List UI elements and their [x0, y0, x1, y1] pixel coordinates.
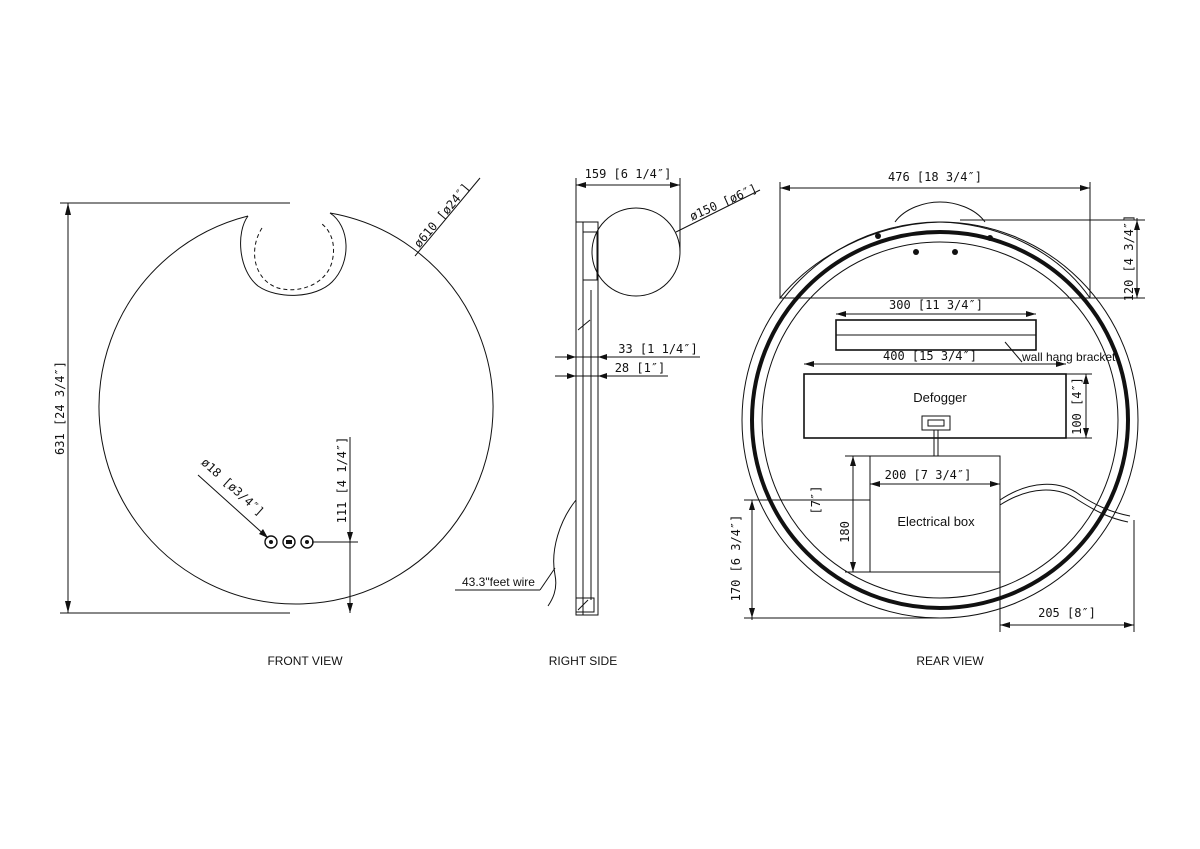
rear-defogger-box — [803, 373, 1067, 439]
side-light-dim: ø150 [ø6″] — [688, 181, 760, 223]
front-buttons — [264, 535, 314, 549]
rear-view-title: REAR VIEW — [916, 654, 984, 668]
rear-defogger-width-dim: 400 [15 3/4″] — [883, 349, 977, 363]
side-view-title: RIGHT SIDE — [549, 654, 617, 668]
rear-bracket-label: wall hang bracket — [1021, 350, 1116, 364]
front-mirror-outline — [98, 212, 494, 605]
rear-top-height-dim: 120 [4 3/4″] — [1122, 215, 1136, 302]
side-view: 159 [6 1/4″] ø150 [ø6″] 33 [1 1/4″] 28 [… — [455, 167, 761, 668]
side-depth-33-dim: 33 [1 1/4″] — [618, 342, 697, 356]
rear-box-width-dim: 200 [7 3/4″] — [885, 468, 972, 482]
rear-bottom-height-dim: 170 [6 3/4″] — [729, 515, 743, 602]
rear-view: 476 [18 3/4″] 120 [4 3/4″] 300 [11 3/4″]… — [729, 170, 1145, 668]
rear-bracket-dim: 300 [11 3/4″] — [889, 298, 983, 312]
front-light-ring — [254, 223, 335, 291]
front-light-notch — [240, 212, 347, 296]
rear-box-height-mm: 180 — [838, 521, 852, 543]
rear-defogger-label: Defogger — [913, 390, 967, 405]
rear-cable — [999, 483, 1131, 517]
rear-electrical-box — [869, 455, 1001, 573]
front-button-dim: ø18 [ø3/4″] — [198, 455, 266, 519]
front-diameter-dim: ø610 [ø24″] — [411, 180, 473, 250]
rear-inner-ring — [750, 230, 1130, 610]
side-mirror-slab — [575, 221, 599, 616]
side-wire-label: 43.3"feet wire — [462, 575, 535, 589]
front-button-height-dim: 111 [4 1/4″] — [335, 437, 349, 524]
rear-top-width-dim: 476 [18 3/4″] — [888, 170, 982, 184]
front-height-dim: 631 [24 3/4″] — [53, 361, 67, 455]
rear-bottom-width-dim: 205 [8″] — [1038, 606, 1096, 620]
side-depth-28-dim: 28 [1″] — [615, 361, 666, 375]
side-light-mount — [582, 231, 598, 281]
rear-top-plate — [778, 221, 1091, 299]
front-view-title: FRONT VIEW — [267, 654, 343, 668]
rear-box-label: Electrical box — [897, 514, 975, 529]
rear-defogger-height-dim: 100 [4″] — [1070, 377, 1084, 435]
front-view: 631 [24 3/4″] ø610 [ø24″] ø18 [ø3/4″] 11… — [53, 177, 494, 668]
side-light-globe — [591, 207, 681, 297]
side-depth-total-dim: 159 [6 1/4″] — [585, 167, 672, 181]
side-wire — [547, 499, 577, 607]
